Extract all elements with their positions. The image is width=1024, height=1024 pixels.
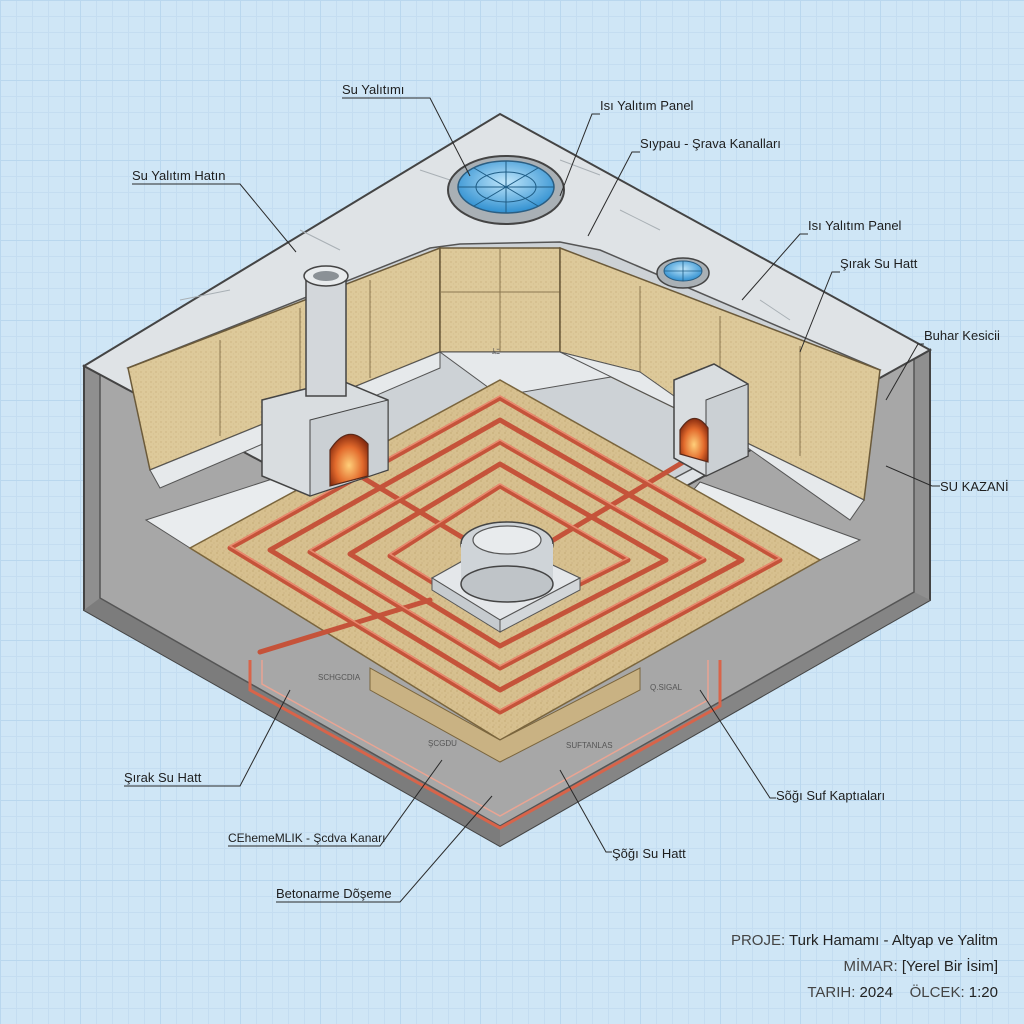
olcek-key: ÖLCEK: (909, 984, 965, 1001)
right-furnace (673, 363, 749, 477)
central-pedestal (430, 521, 582, 633)
left-furnace (261, 265, 389, 497)
label-cehemelik-kanari: CEhemeMLIK - Şcdva Kanarı (228, 831, 385, 845)
mimar-key: MİMAR: (843, 958, 898, 975)
olcek-value: 1:20 (968, 984, 998, 1001)
label-isi-yalitim-panel-2: Isı Yalıtım Panel (808, 218, 902, 233)
title-proje-row: PROJE: Turk Hamamı - Altyap ve Yalitm (731, 928, 998, 954)
label-isi-yalitim-panel-1: Isı Yalıtım Panel (600, 98, 694, 113)
label-sirak-su-hatt-bottom: Şırak Su Hatt (124, 770, 202, 785)
label-su-kazani: SU KAZANİ (940, 479, 1009, 494)
label-sirak-su-hatt-top: Şırak Su Hatt (840, 256, 918, 271)
back-wall (439, 247, 561, 353)
mimar-value: [Yerel Bir İsim] (901, 958, 998, 975)
title-tarih-row: TARIH: 2024 ÖLCEK: 1:20 (731, 980, 998, 1006)
label-kanallar: Sıypau - Şrava Kanalları (640, 136, 781, 151)
floor-mark-4: SUFTANLAS (566, 741, 613, 750)
proje-key: PROJE: (730, 932, 786, 949)
main-dome-skylight (447, 155, 565, 225)
floor-mark-5: Q.SIGAL (650, 683, 683, 692)
floor-mark-3: ŞCGDU (428, 739, 457, 748)
foundation-water-lines (248, 660, 722, 830)
wall-mark-1: ﾑﾆ (492, 347, 500, 356)
label-buhar-kesici: Buhar Kesicii (924, 328, 1000, 343)
title-block: PROJE: Turk Hamamı - Altyap ve Yalitm Mİ… (731, 928, 998, 1006)
label-betonarme-doseme: Betonarme Dõşeme (276, 886, 392, 901)
label-su-yalitim-hatin: Su Yalıtım Hatın (132, 168, 225, 183)
floor-mark-2: SCHGCDIA (318, 673, 361, 682)
callout-leaders (124, 97, 940, 903)
small-skylight (656, 257, 710, 289)
label-sogu-suf-kaptanlari: Sõğı Suf Kaptıaları (776, 788, 885, 803)
tarih-key: TARIH: (807, 984, 856, 1001)
label-sogu-su-hatt: Şõğı Su Hatt (612, 846, 686, 861)
proje-value: Turk Hamamı - Altyap ve Yalitm (789, 932, 998, 949)
tarih-value: 2024 (859, 984, 893, 1001)
label-su-yalitimi: Su Yalıtımı (342, 82, 404, 97)
title-mimar-row: MİMAR: [Yerel Bir İsim] (731, 954, 998, 980)
